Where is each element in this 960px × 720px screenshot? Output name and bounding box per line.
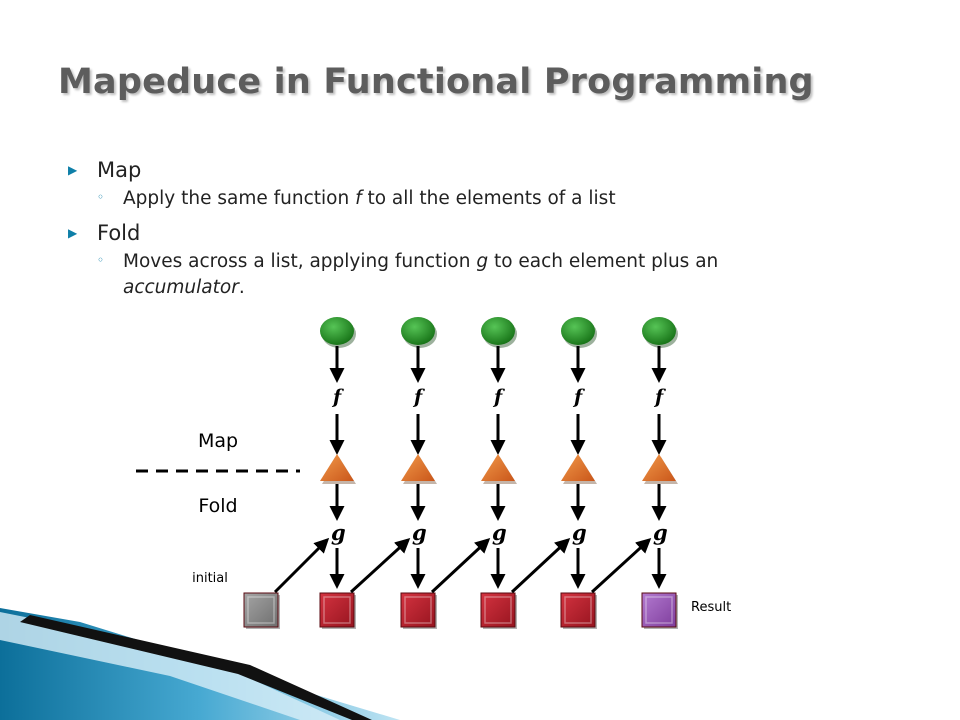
slide-title: Mapeduce in Functional Programming xyxy=(58,62,814,102)
map-label: Map xyxy=(198,430,238,452)
result-node xyxy=(641,592,677,628)
result-node-bevel xyxy=(645,596,673,624)
accumulator-arrow-3 xyxy=(430,537,491,594)
circle-bullet-icon: ◦ xyxy=(97,253,105,267)
input-node xyxy=(481,317,515,345)
g-label: g xyxy=(572,520,587,545)
map-output-node xyxy=(642,454,676,481)
bullet-fold: ▶ Fold xyxy=(68,221,908,245)
initial-accumulator-bevel xyxy=(247,596,275,624)
f-label: f xyxy=(412,386,425,408)
f-label: f xyxy=(331,386,344,408)
accumulator-2-bevel xyxy=(404,596,432,624)
input-node xyxy=(401,317,435,345)
input-node xyxy=(642,317,676,345)
bullet-arrow-icon: ▶ xyxy=(68,163,78,177)
bullet-arrow-icon: ▶ xyxy=(68,226,78,240)
sub-bullet-map: ◦ Apply the same function f to all the e… xyxy=(97,186,908,213)
map-output-node xyxy=(561,454,595,481)
initial-accumulator xyxy=(243,592,279,628)
map-output-node xyxy=(320,454,354,481)
accumulator-1 xyxy=(319,592,355,628)
diagram-columns: f g f g f g f g f g xyxy=(243,317,678,629)
accumulator-arrow-5 xyxy=(590,537,652,594)
bullet-map: ▶ Map xyxy=(68,158,908,182)
g-label: g xyxy=(492,520,507,545)
g-label: g xyxy=(331,520,346,545)
sub-bullet-fold: ◦ Moves across a list, applying function… xyxy=(97,249,908,301)
circle-bullet-icon: ◦ xyxy=(97,190,105,204)
bullet-label: Map xyxy=(97,158,142,182)
f-label: f xyxy=(572,386,585,408)
accumulator-3-bevel xyxy=(484,596,512,624)
accumulator-arrow-4 xyxy=(510,537,571,594)
f-label: f xyxy=(653,386,666,408)
input-node xyxy=(320,317,354,345)
g-label: g xyxy=(412,520,427,545)
accumulator-arrow-1 xyxy=(273,537,330,594)
accumulator-arrow-2 xyxy=(349,537,411,594)
accumulator-1-bevel xyxy=(323,596,351,624)
sub-bullet-text: Moves across a list, applying function g… xyxy=(123,251,719,298)
accumulator-4 xyxy=(560,592,596,628)
result-label: Result xyxy=(691,600,731,615)
map-output-node xyxy=(481,454,515,481)
accumulator-2 xyxy=(400,592,436,628)
f-label: f xyxy=(492,386,505,408)
initial-label: initial xyxy=(192,571,228,586)
accumulator-3 xyxy=(480,592,516,628)
fold-label: Fold xyxy=(198,495,237,517)
bullet-list: ▶ Map ◦ Apply the same function f to all… xyxy=(68,158,908,301)
bullet-label: Fold xyxy=(97,221,141,245)
sub-bullet-text: Apply the same function f to all the ele… xyxy=(123,188,616,209)
map-output-node xyxy=(401,454,435,481)
input-node xyxy=(561,317,595,345)
g-label: g xyxy=(653,520,668,545)
accumulator-4-bevel xyxy=(564,596,592,624)
